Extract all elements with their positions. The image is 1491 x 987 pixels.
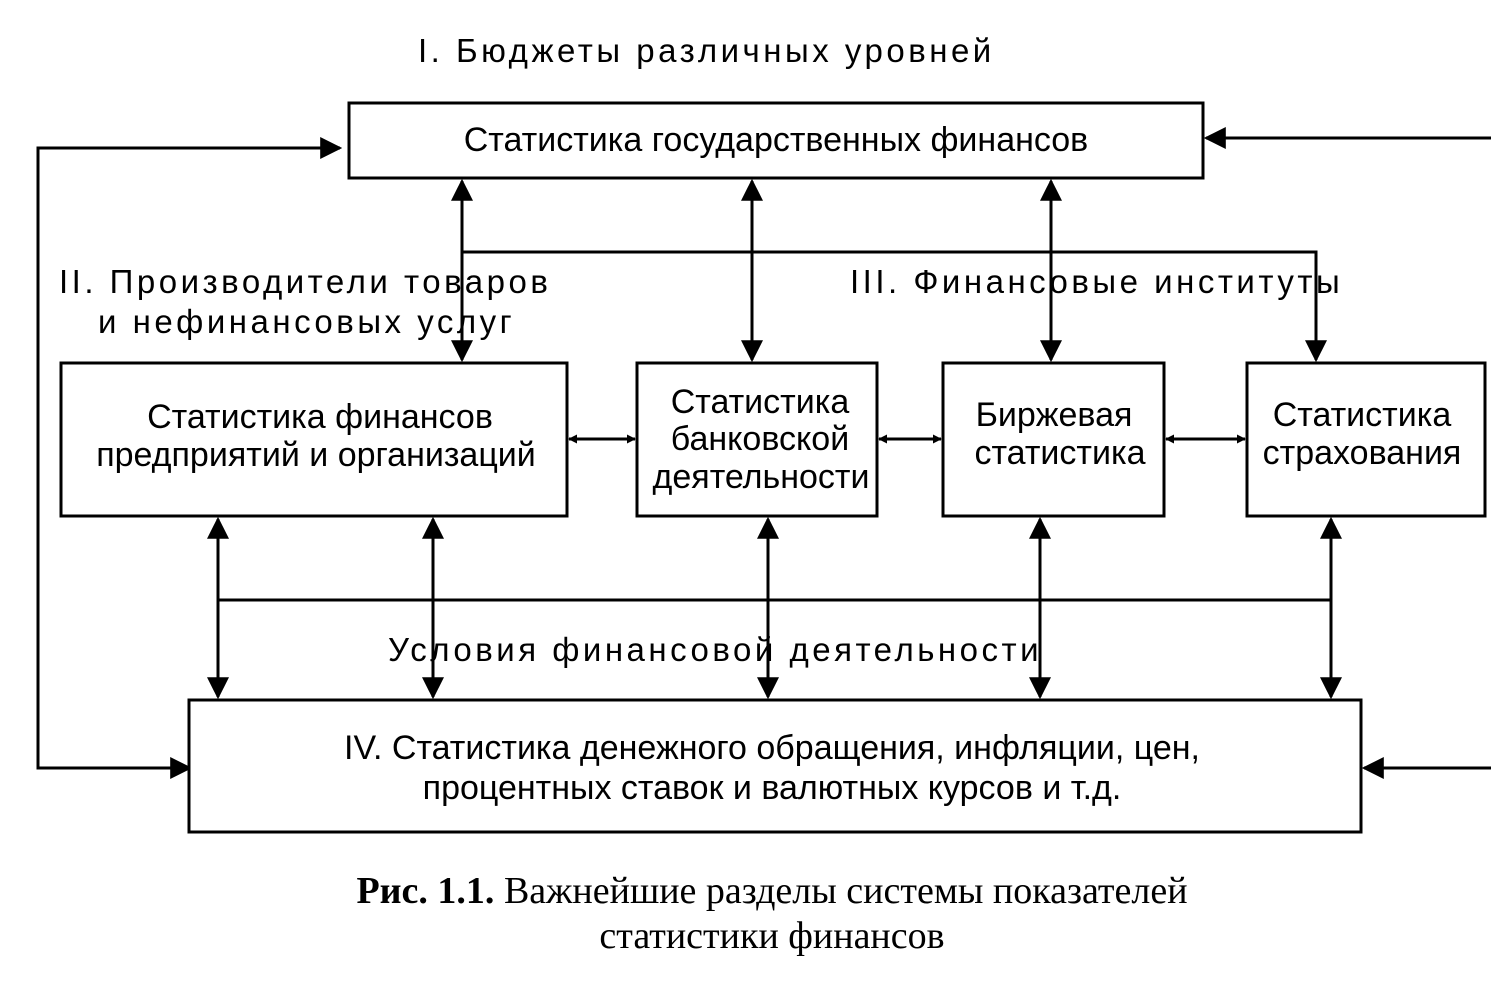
money-circulation-box: IV. Статистика денежного обращения, инфл…: [187, 698, 1363, 834]
banking-label-2: банковской: [671, 420, 849, 458]
figure-caption-line-1: Рис. 1.1. Важнейшие разделы системы пока…: [356, 870, 1187, 912]
figure-caption-line-2: статистики финансов: [599, 915, 944, 957]
outer-connectors: [36, 127, 1491, 779]
state-finance-box: Статистика государственных финансов: [347, 101, 1205, 180]
insurance-label-1: Статистика: [1273, 396, 1452, 434]
section-producers-label-2: и нефинансовых услуг: [98, 303, 515, 340]
section-budgets-label: I. Бюджеты различных уровней: [418, 32, 995, 69]
left-loop-arrow: [36, 137, 343, 779]
enterprise-finance-label-2: предприятий и организаций: [96, 436, 536, 474]
arrow-to-insurance: [462, 250, 1327, 363]
banking-box: Статистика банковской деятельности: [635, 361, 879, 518]
enterprise-finance-box: Статистика финансов предприятий и органи…: [59, 361, 569, 518]
exchange-box: Биржевая статистика: [941, 361, 1166, 518]
section-producers-label-1: II. Производители товаров: [59, 263, 551, 300]
state-finance-label: Статистика государственных финансов: [464, 121, 1088, 159]
lower-connectors: [207, 516, 1342, 700]
banking-label-1: Статистика: [671, 383, 850, 421]
section-institutions-label: III. Финансовые институты: [850, 263, 1343, 300]
money-circulation-label-2: процентных ставок и валютных курсов и т.…: [423, 769, 1122, 807]
banking-label-3: деятельности: [653, 458, 870, 496]
insurance-label-2: страхования: [1263, 434, 1462, 472]
figure-caption-title-1: Важнейшие разделы системы показателей: [504, 870, 1188, 912]
money-circulation-label-1: IV. Статистика денежного обращения, инфл…: [344, 729, 1200, 767]
exchange-label-2: статистика: [974, 434, 1145, 472]
figure-caption-number: Рис. 1.1.: [356, 870, 494, 912]
exchange-label-1: Биржевая: [976, 396, 1133, 434]
section-conditions-label: Условия финансовой деятельности: [388, 631, 1042, 668]
enterprise-finance-label-1: Статистика финансов: [147, 398, 493, 436]
upper-connectors: [451, 178, 1327, 363]
insurance-box: Статистика страхования: [1245, 361, 1487, 518]
